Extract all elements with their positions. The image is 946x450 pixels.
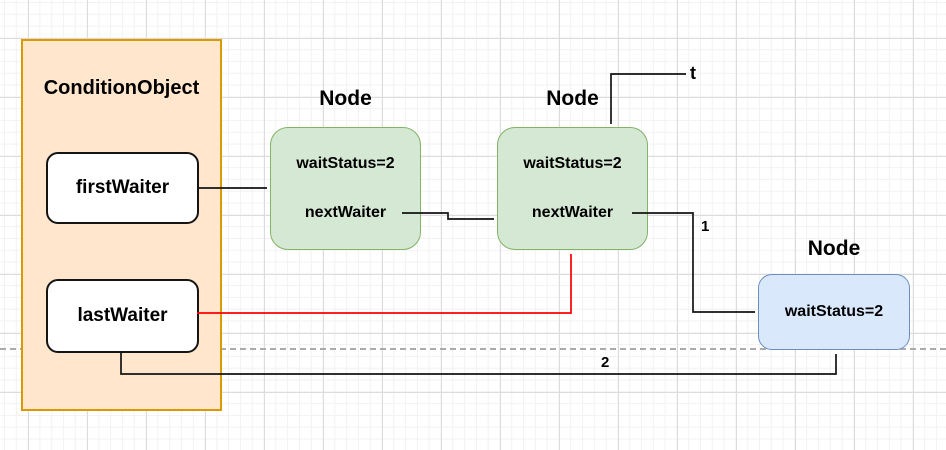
edge-label-1: 1 <box>701 218 710 235</box>
node2-title: Node <box>546 87 599 110</box>
last-waiter-label: lastWaiter <box>77 305 168 326</box>
last-waiter-box: lastWaiter <box>46 279 199 353</box>
node2-next-waiter-to-node3-arrow <box>632 212 755 313</box>
edge-label-2: 2 <box>601 354 610 371</box>
node1-wait-status: waitStatus=2 <box>296 155 395 172</box>
dashed-separator-line <box>0 348 946 350</box>
node2-wait-status: waitStatus=2 <box>523 155 622 172</box>
node2-box: waitStatus=2 nextWaiter <box>497 127 648 250</box>
node1-next-waiter: nextWaiter <box>304 204 387 221</box>
last-waiter-to-node3-arrow <box>120 351 837 375</box>
node1-title: Node <box>319 87 372 110</box>
node1-box: waitStatus=2 nextWaiter <box>270 127 421 250</box>
condition-object-box: ConditionObject firstWaiter lastWaiter <box>21 39 222 411</box>
node3-title: Node <box>807 237 861 260</box>
last-waiter-to-node2-red-arrow <box>197 254 572 314</box>
thread-pointer-label: t <box>690 63 696 83</box>
node2-next-waiter: nextWaiter <box>531 204 614 221</box>
node3-box: waitStatus=2 <box>758 274 910 350</box>
first-waiter-box: firstWaiter <box>46 152 199 224</box>
node3-wait-status: waitStatus=2 <box>784 303 884 320</box>
first-waiter-label: firstWaiter <box>75 177 170 198</box>
condition-object-title: ConditionObject <box>43 77 200 99</box>
